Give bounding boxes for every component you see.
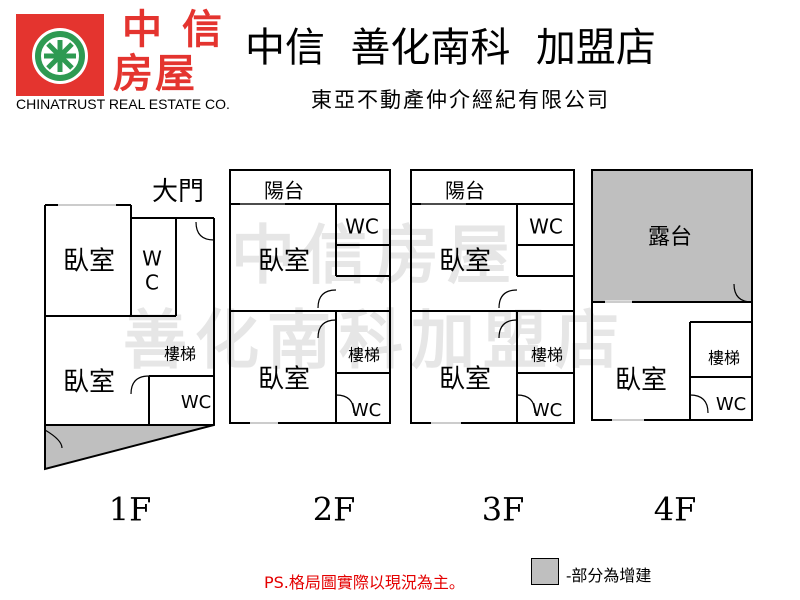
room-label: W: [142, 247, 162, 271]
floor-label: 3F: [482, 491, 525, 529]
legend-swatch: [531, 558, 559, 585]
globe-cross-icon: [32, 28, 88, 84]
floor-label: 4F: [654, 491, 697, 529]
room-label: 臥室: [63, 368, 115, 398]
room-label: 臥室: [63, 247, 115, 277]
floor-3f-plan: [410, 169, 575, 425]
legend-label: -部分為增建: [566, 566, 652, 585]
floor-4f-plan: [591, 169, 753, 422]
room-label: 樓梯: [531, 346, 563, 365]
watermark-text: 中信房屋: [231, 220, 519, 294]
room-label: 臥室: [439, 247, 491, 277]
floor-1f-plan: [44, 203, 215, 471]
room-label: 陽台: [264, 179, 304, 203]
room-label: 樓梯: [348, 346, 380, 365]
floor-label: 2F: [313, 491, 356, 529]
room-label: 臥室: [615, 366, 667, 396]
floor-label: 1F: [109, 491, 152, 529]
brand-char: 屋: [155, 50, 195, 97]
brand-logo-mark: [16, 14, 104, 96]
room-label: 臥室: [439, 365, 491, 395]
room-label: WC: [351, 400, 381, 421]
room-label: WC: [529, 215, 563, 239]
disclaimer-note: PS.格局圖實際以現況為主。: [264, 573, 465, 592]
room-label: WC: [345, 215, 379, 239]
brand-char: 中: [122, 6, 162, 53]
watermark-text: 善化南科加盟店: [123, 305, 627, 379]
room-label: WC: [181, 392, 211, 413]
brand-name-chinese: 中信房屋: [112, 8, 238, 100]
entrance-label: 大門: [152, 177, 204, 207]
room-label: WC: [716, 394, 746, 415]
room-label: 臥室: [258, 247, 310, 277]
brand-name-english: CHINATRUST REAL ESTATE CO.: [16, 96, 230, 112]
page-title: 中信 善化南科 加盟店: [245, 25, 656, 71]
room-label: 臥室: [258, 365, 310, 395]
company-subtitle: 東亞不動產仲介經紀有限公司: [311, 88, 610, 112]
room-label: 露台: [648, 225, 692, 250]
room-label: 樓梯: [708, 349, 740, 368]
terrace-addition: [591, 169, 753, 303]
brand-char: 房: [113, 50, 153, 97]
room-label: 陽台: [445, 179, 485, 203]
room-label: C: [145, 271, 159, 295]
room-label: 樓梯: [164, 345, 196, 364]
floor-2f-plan: [229, 169, 391, 425]
brand-char: 信: [182, 6, 222, 53]
room-label: WC: [532, 400, 562, 421]
